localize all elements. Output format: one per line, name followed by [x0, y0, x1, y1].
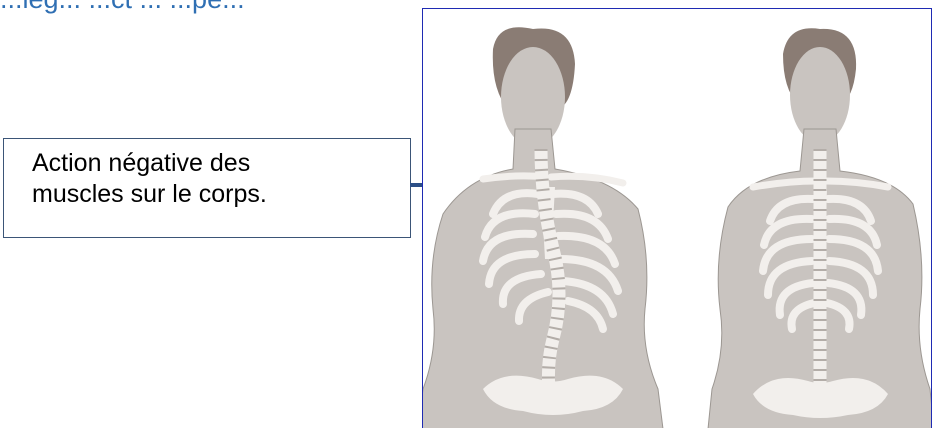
illustration-frame — [422, 8, 932, 428]
figure-normal — [708, 28, 932, 428]
top-caption: ...leg... ...ct ... ...pe... — [0, 0, 245, 15]
torso-comparison-illustration — [423, 9, 932, 428]
callout-box: Action négative des muscles sur le corps… — [3, 138, 411, 238]
callout-line-1: Action négative des — [32, 148, 410, 179]
callout-line-2: muscles sur le corps. — [32, 179, 410, 210]
figure-scoliosis — [423, 27, 663, 428]
